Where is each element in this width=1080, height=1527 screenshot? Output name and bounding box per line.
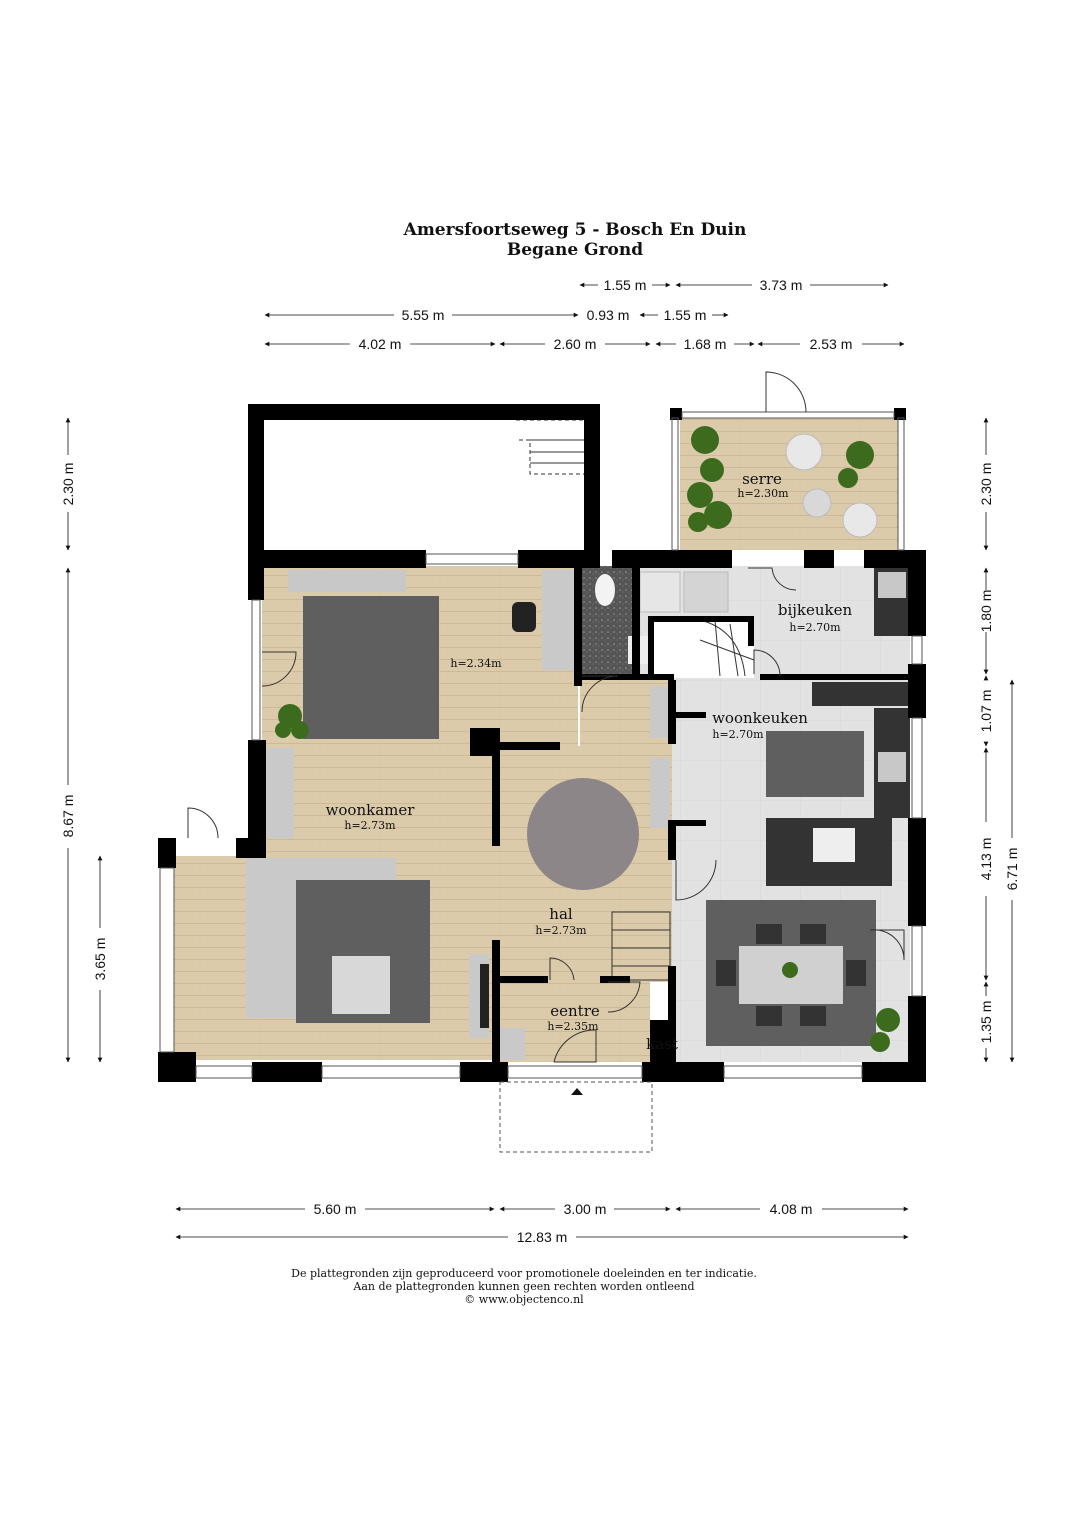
office-chair [512, 602, 536, 632]
footer-disclaimer-1: De plattegronden zijn geproduceerd voor … [291, 1267, 757, 1280]
plan-subtitle: Begane Grond [507, 240, 643, 260]
furniture [246, 426, 910, 1060]
room-labels: serre h=2.30m bijkeuken h=2.70m woonkeuk… [326, 470, 853, 1053]
dim-bottom-1-c: 4.08 m [770, 1201, 813, 1217]
windows [159, 411, 923, 1153]
room-bijkeuken-height: h=2.70m [789, 621, 841, 634]
serre-table [802, 488, 832, 518]
dim-right-inner-a: 2.30 m [978, 463, 994, 506]
room-woonkamer: woonkamer [326, 801, 416, 819]
dim-top-2-a: 5.55 m [402, 307, 445, 323]
island-top [813, 828, 855, 862]
dim-top-1-b: 3.73 m [760, 277, 803, 293]
rug-kitchen [766, 731, 864, 797]
room-woonkamer-upper-height: h=2.34m [450, 657, 502, 670]
desk [542, 570, 574, 670]
dim-right-inner-c: 1.07 m [978, 690, 994, 733]
doors [187, 371, 905, 1063]
room-woonkamer-height: h=2.73m [344, 819, 396, 832]
room-entree: eentre [550, 1002, 600, 1020]
entree-bench [500, 1028, 525, 1060]
round-rug [527, 778, 639, 890]
dim-left-outer-b: 8.67 m [60, 795, 76, 838]
dim-top-3-c: 1.68 m [684, 336, 727, 352]
dim-top-1-a: 1.55 m [604, 277, 647, 293]
room-hal-height: h=2.73m [535, 924, 587, 937]
dim-left-inner-a: 3.65 m [92, 938, 108, 981]
dim-bottom-1-a: 5.60 m [314, 1201, 357, 1217]
toilet [595, 574, 615, 606]
ottoman [332, 956, 390, 1014]
dim-top-2-c: 1.55 m [664, 307, 707, 323]
dim-bottom-2-a: 12.83 m [517, 1229, 568, 1245]
dimension-labels: 1.55 m 3.73 m 5.55 m 0.93 m 1.55 m 4.02 … [60, 277, 1020, 1245]
utility-sink [878, 572, 906, 598]
kitchen-sink [878, 752, 906, 782]
plant-icon [782, 962, 900, 1052]
kitchen-counter [812, 682, 910, 706]
dim-left-outer-a: 2.30 m [60, 463, 76, 506]
dim-right-inner-d: 4.13 m [978, 838, 994, 881]
walls [158, 404, 926, 1082]
room-bijkeuken: bijkeuken [778, 601, 853, 619]
dim-right-outer-a: 6.71 m [1004, 848, 1020, 891]
tv [480, 964, 489, 1028]
serre-chair-1 [785, 433, 823, 471]
footer-disclaimer-2: Aan de plattegronden kunnen geen rechten… [352, 1280, 694, 1293]
dim-right-inner-e: 1.35 m [978, 1001, 994, 1044]
plant-icon [275, 704, 309, 739]
room-serre: serre [742, 470, 782, 488]
dim-top-3-a: 4.02 m [359, 336, 402, 352]
serre-chair-2 [842, 502, 878, 538]
dim-right-inner-b: 1.80 m [978, 590, 994, 633]
room-woonkeuken-height: h=2.70m [712, 728, 764, 741]
cabinet [266, 748, 294, 838]
room-woonkeuken: woonkeuken [712, 709, 808, 727]
floor-garage [264, 418, 584, 552]
room-kast: kast [646, 1035, 678, 1053]
dim-top-3-d: 2.53 m [810, 336, 853, 352]
dim-bottom-1-b: 3.00 m [564, 1201, 607, 1217]
washer [639, 571, 681, 613]
footer-copyright: © www.objectenco.nl [464, 1293, 584, 1306]
entrance-arrow-icon [571, 1088, 583, 1095]
dining-chairs [716, 924, 866, 1026]
room-serre-height: h=2.30m [737, 487, 789, 500]
hal-cabinet-upper [650, 686, 668, 738]
dryer [683, 571, 729, 613]
plant-icon [687, 426, 874, 532]
sideboard [288, 570, 406, 592]
hal-cabinet [650, 758, 670, 828]
dimension-lines [65, 282, 1015, 1240]
sofa-chaise [246, 858, 302, 1018]
room-entree-height: h=2.35m [547, 1020, 599, 1033]
dim-top-3-b: 2.60 m [554, 336, 597, 352]
floor-stair-bijkeuken [654, 620, 754, 678]
rug-upper [303, 596, 439, 739]
room-hal: hal [549, 905, 573, 923]
dim-top-2-b: 0.93 m [587, 307, 630, 323]
plan-title: Amersfoortseweg 5 - Bosch En Duin [403, 220, 747, 240]
